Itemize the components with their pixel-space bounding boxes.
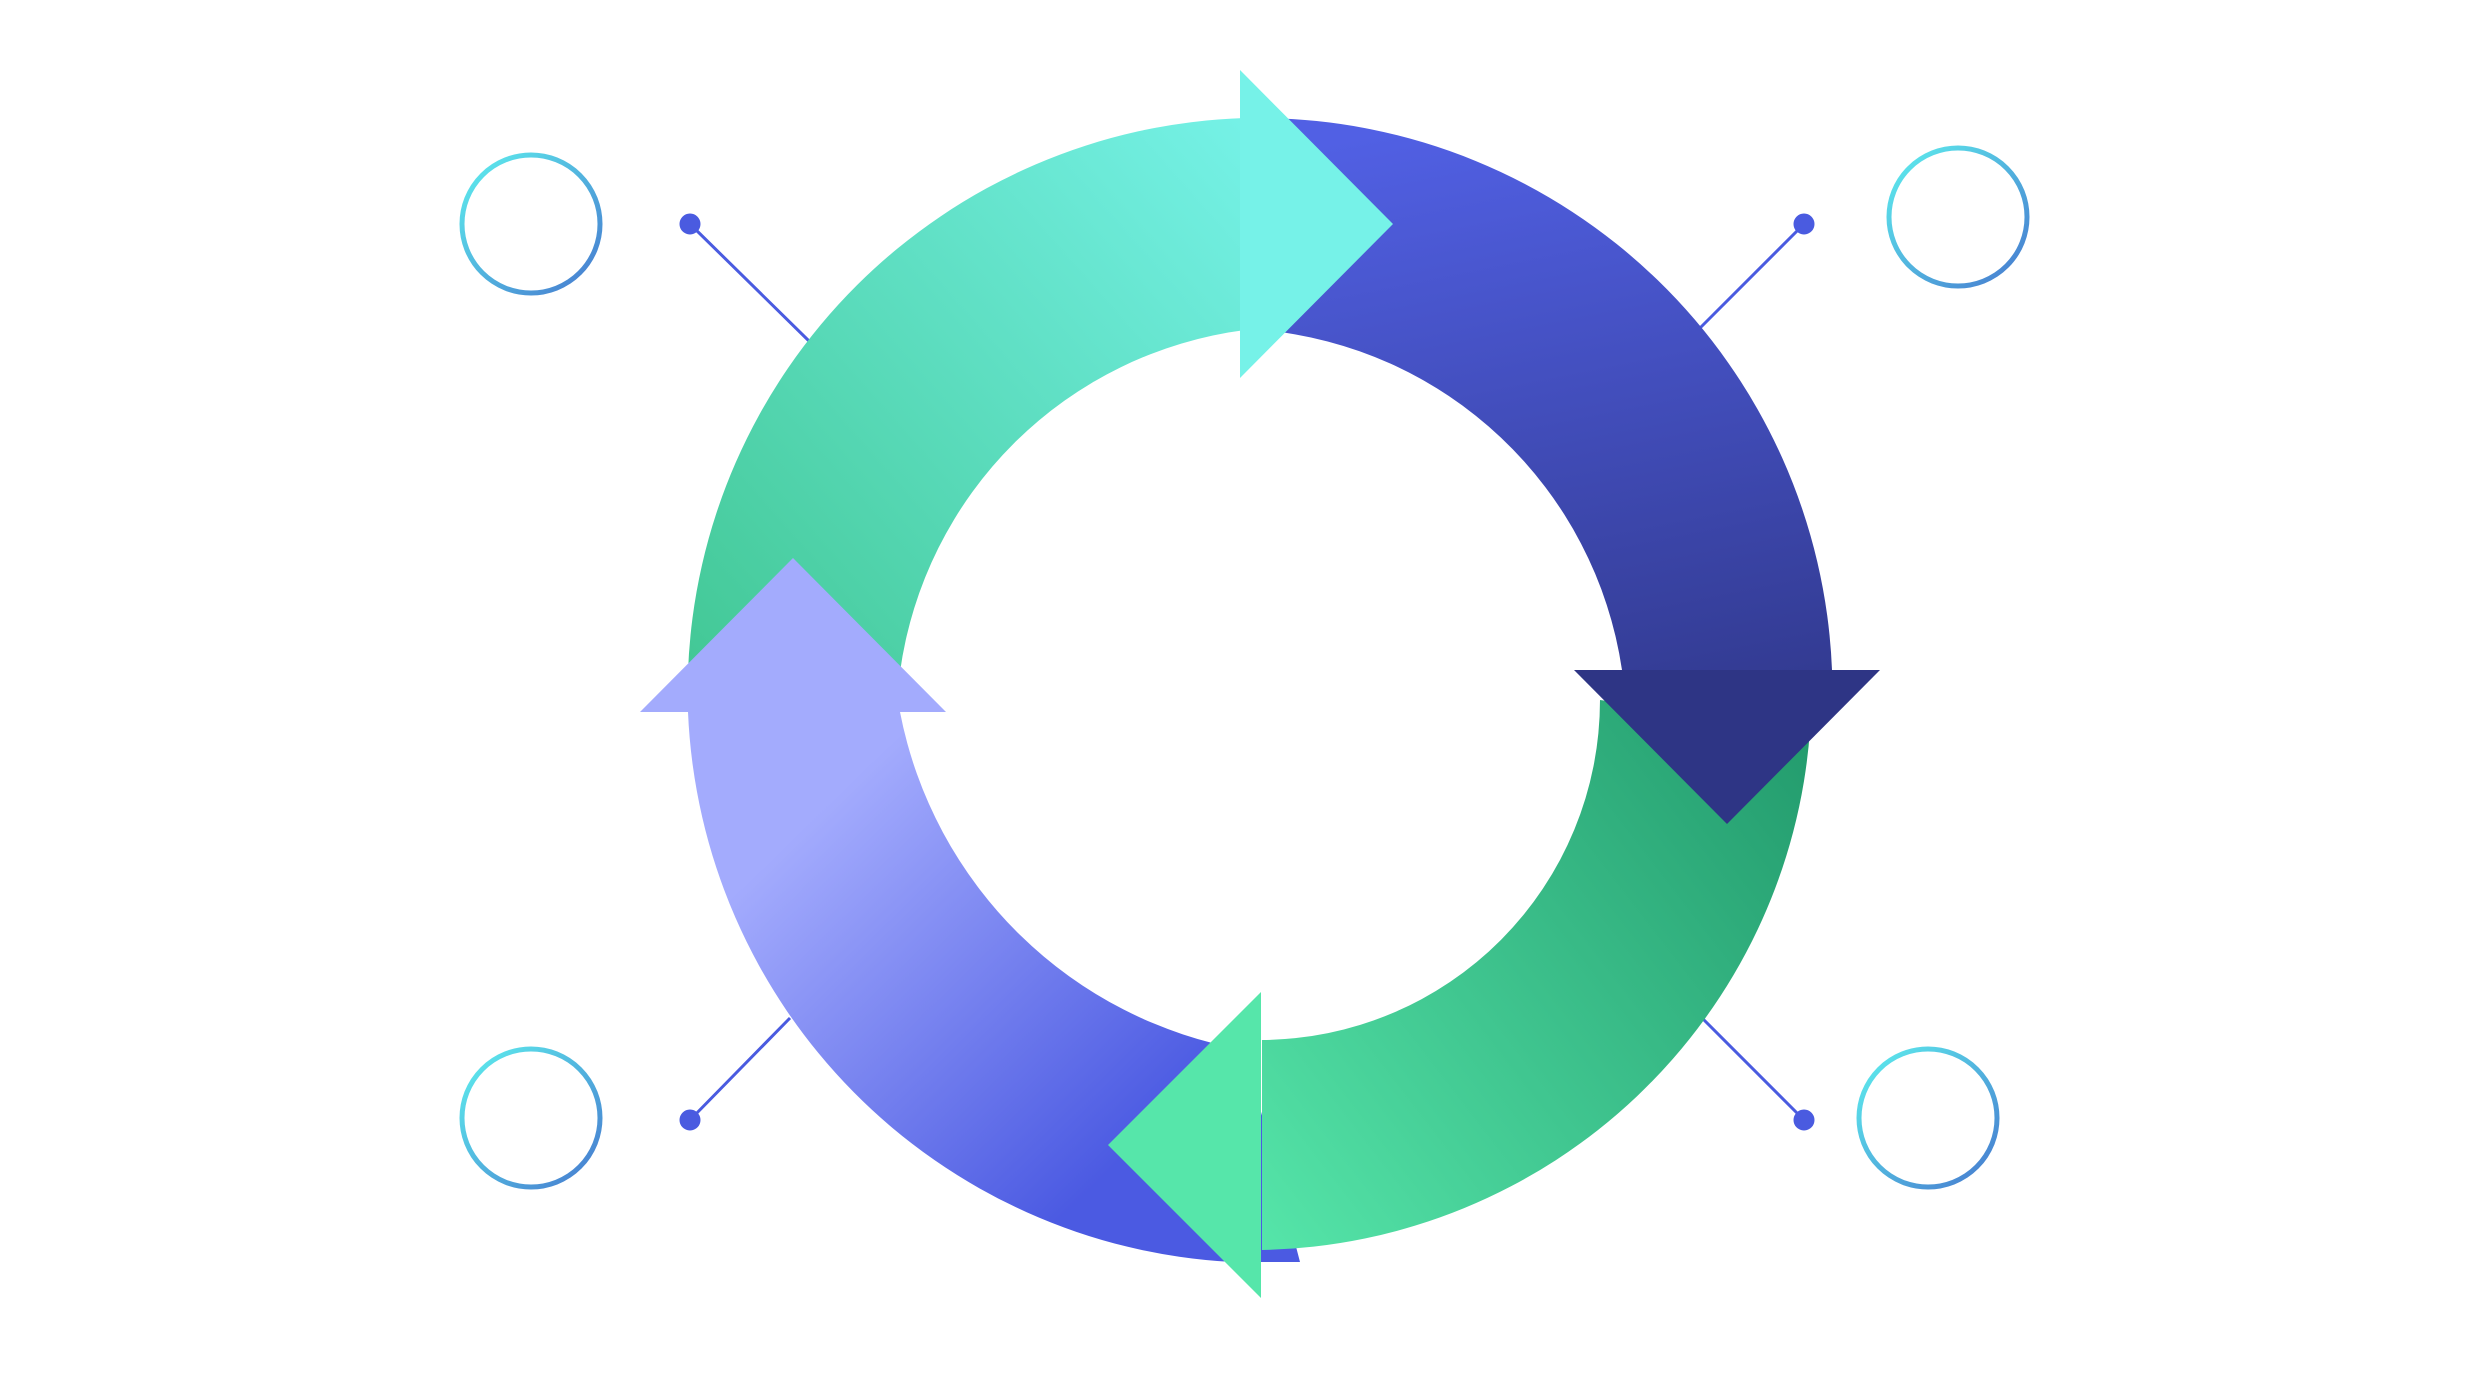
connector-line-top-right [1698,222,1806,330]
callout-circle-top-right[interactable] [1886,145,2030,289]
cycle-segment-bottom-right [1262,700,1810,1250]
arrow-up-head [640,558,946,712]
cycle-segment-top-right [1262,118,1832,670]
callout-circle-bottom-left[interactable] [459,1046,603,1190]
connector-dot-top-left [679,213,701,235]
connector-line-top-left [688,222,812,344]
connector-line-bottom-left [688,1016,792,1122]
arrow-right-head [1240,70,1393,378]
connector-dot-bottom-right [1793,1109,1815,1131]
callout-circle-top-left[interactable] [459,152,603,296]
callout-circle-bottom-right[interactable] [1856,1046,2000,1190]
connector-dot-top-right [1793,213,1815,235]
arrow-left-head [1108,992,1261,1298]
arrow-down-head [1574,670,1880,824]
connector-line-bottom-right [1698,1014,1806,1122]
callouts [459,145,2030,1190]
cycle-segment-top-left [688,118,1245,672]
connector-dot-bottom-left [679,1109,701,1131]
connectors [679,213,1815,1131]
